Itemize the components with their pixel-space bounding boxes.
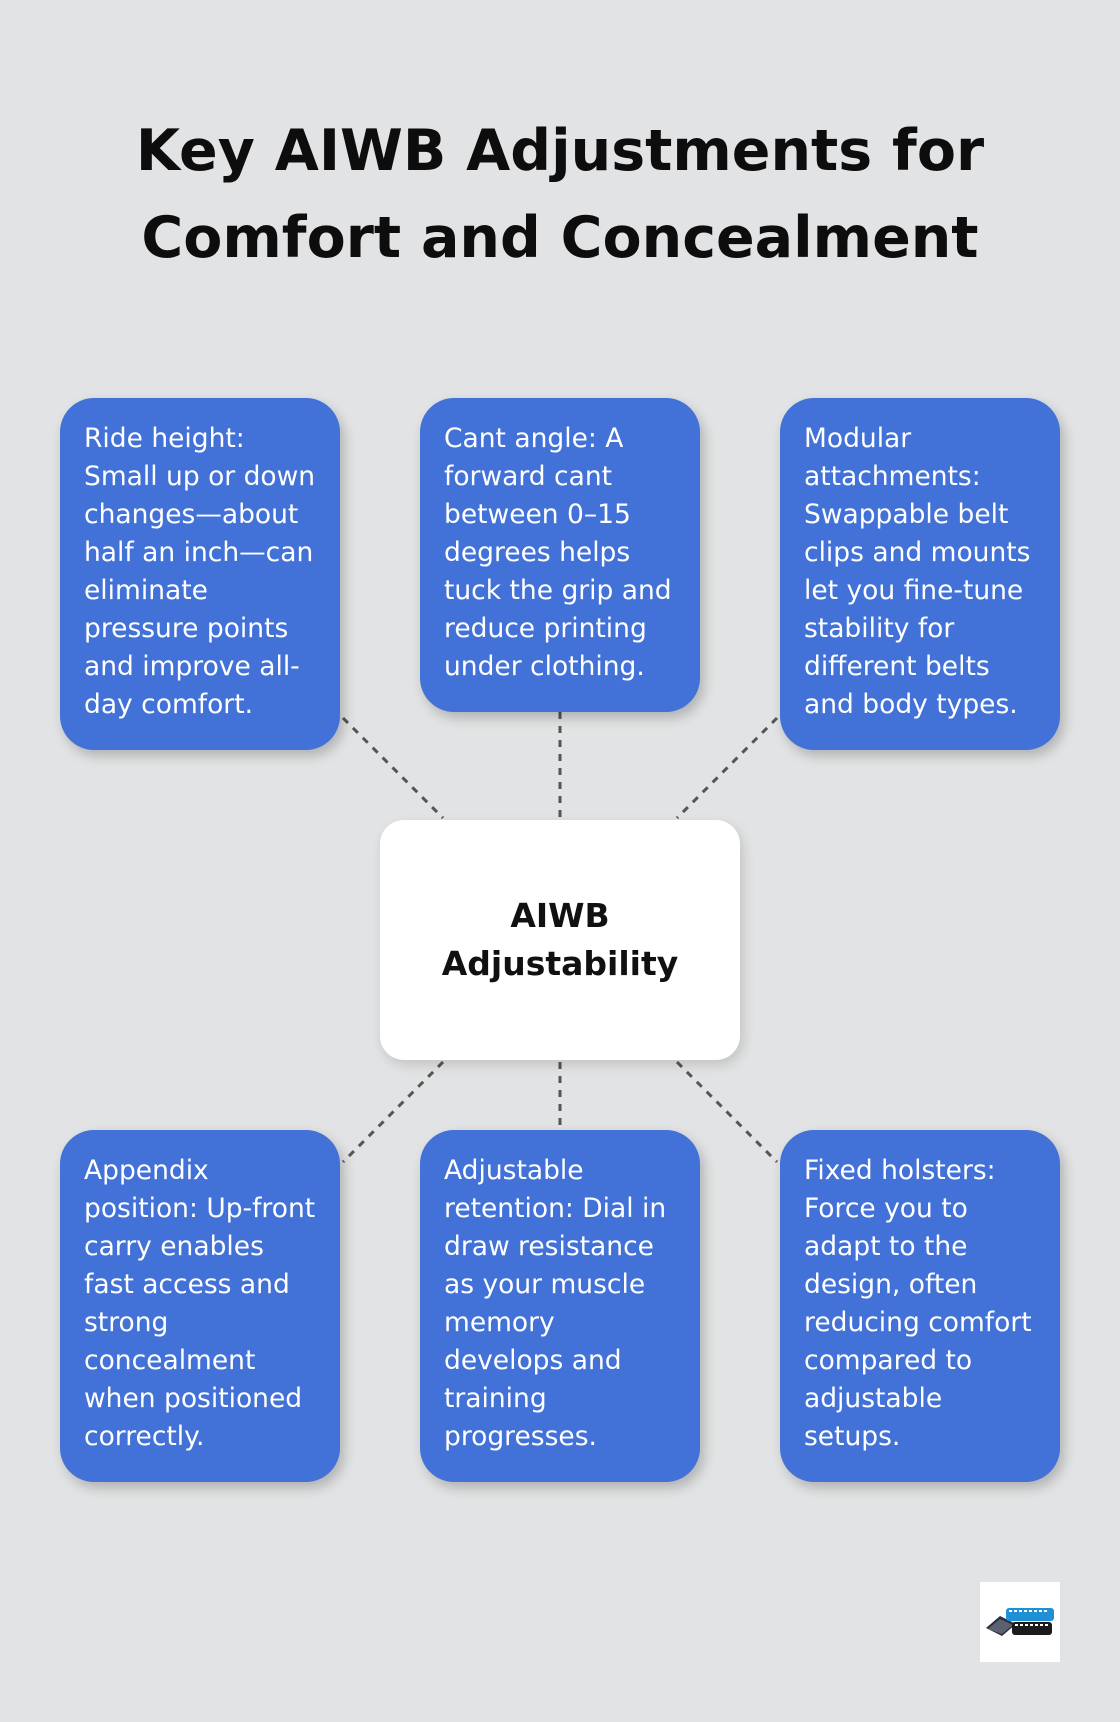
node-appendix-position: Appendix position: Up-front carry enable… (60, 1130, 340, 1482)
connector-bottom-right (675, 1060, 779, 1164)
connector-top-left (341, 716, 445, 820)
brand-logo (980, 1582, 1060, 1662)
central-node-label: AIWB Adjustability (442, 892, 679, 988)
central-node: AIWB Adjustability (380, 820, 740, 1060)
node-cant-angle: Cant angle: A forward cant between 0–15 … (420, 398, 700, 712)
central-node-line-1: AIWB (510, 896, 610, 935)
node-modular-attachments: Modular attachments: Swappable belt clip… (780, 398, 1060, 750)
node-fixed-holsters: Fixed holsters: Force you to adapt to th… (780, 1130, 1060, 1482)
connector-top-right (675, 716, 779, 820)
pillow-brand-logo-icon (986, 1608, 1054, 1636)
infographic-title: Key AIWB Adjustments for Comfort and Con… (0, 108, 1120, 282)
title-line-1: Key AIWB Adjustments for (135, 118, 985, 184)
connector-bottom-left (341, 1060, 445, 1164)
node-adjustable-retention: Adjustable retention: Dial in draw resis… (420, 1130, 700, 1482)
title-line-2: Comfort and Concealment (141, 205, 979, 271)
central-node-line-2: Adjustability (441, 944, 679, 983)
node-ride-height: Ride height: Small up or down changes—ab… (60, 398, 340, 750)
